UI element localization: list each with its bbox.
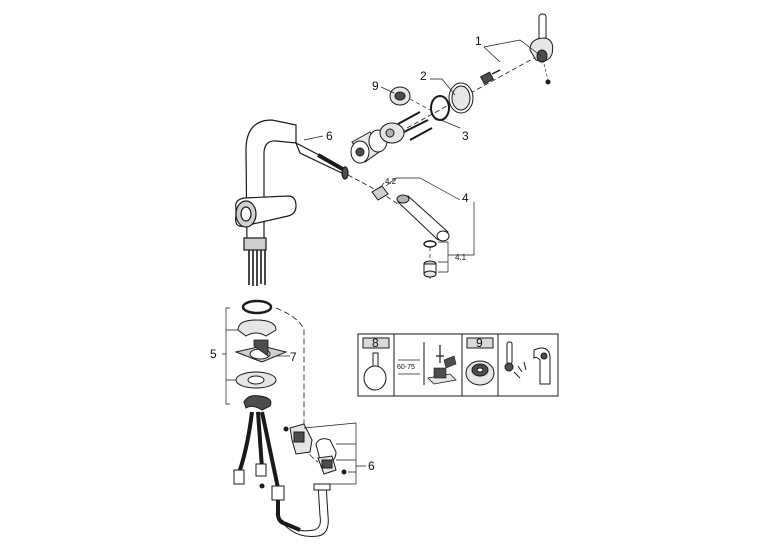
- callout-6-bottom: 6: [368, 459, 375, 473]
- screws: [397, 111, 433, 141]
- callout-4-2: 4.2: [385, 177, 397, 186]
- inset-header-9: 9: [476, 336, 483, 350]
- callout-4-1: 4.1: [455, 253, 467, 262]
- callout-labels: 1 2 3 9 6 4 4.2 4.1 5 7 6: [210, 34, 482, 473]
- leader-lines: [222, 39, 542, 485]
- inset-dimension-label: 60-75: [397, 364, 415, 371]
- o-ring: [430, 95, 450, 121]
- callout-2: 2: [420, 69, 427, 83]
- hose-weight-set: [283, 423, 347, 475]
- sleeve: [448, 82, 474, 114]
- callout-9: 9: [372, 79, 379, 93]
- inset-table: [357, 333, 559, 397]
- cap-part-9: [389, 86, 431, 111]
- mounting-bracket: [234, 339, 288, 363]
- cartridge-plate: [379, 122, 405, 144]
- callout-6-top: 6: [326, 129, 333, 143]
- spout-tip: [294, 141, 381, 193]
- spray-hose-loop: [275, 483, 331, 538]
- small-fitting: [480, 69, 501, 85]
- faucet-body: [235, 119, 297, 286]
- inset-cell-dimension: [398, 342, 457, 385]
- inset-cell-temperature: [504, 341, 551, 385]
- callout-3: 3: [462, 129, 469, 143]
- inset-labels: 8 60-75 9: [372, 336, 483, 371]
- inset-cell-9: [465, 337, 495, 386]
- handle-lever: [529, 13, 554, 85]
- inset-cell-8: [362, 337, 390, 391]
- inset-header-8: 8: [372, 336, 379, 350]
- mounting-kit: [234, 299, 319, 463]
- horseshoe-washer: [237, 319, 277, 337]
- callout-5: 5: [210, 347, 217, 361]
- callout-1: 1: [475, 34, 482, 48]
- lock-nut: [243, 395, 272, 411]
- cartridge-assembly: [350, 13, 554, 164]
- callout-4: 4: [462, 191, 469, 205]
- pullout-spray: [371, 185, 450, 282]
- mounting-o-ring: [241, 299, 273, 315]
- cartridge: [350, 129, 388, 164]
- callout-7: 7: [290, 350, 297, 364]
